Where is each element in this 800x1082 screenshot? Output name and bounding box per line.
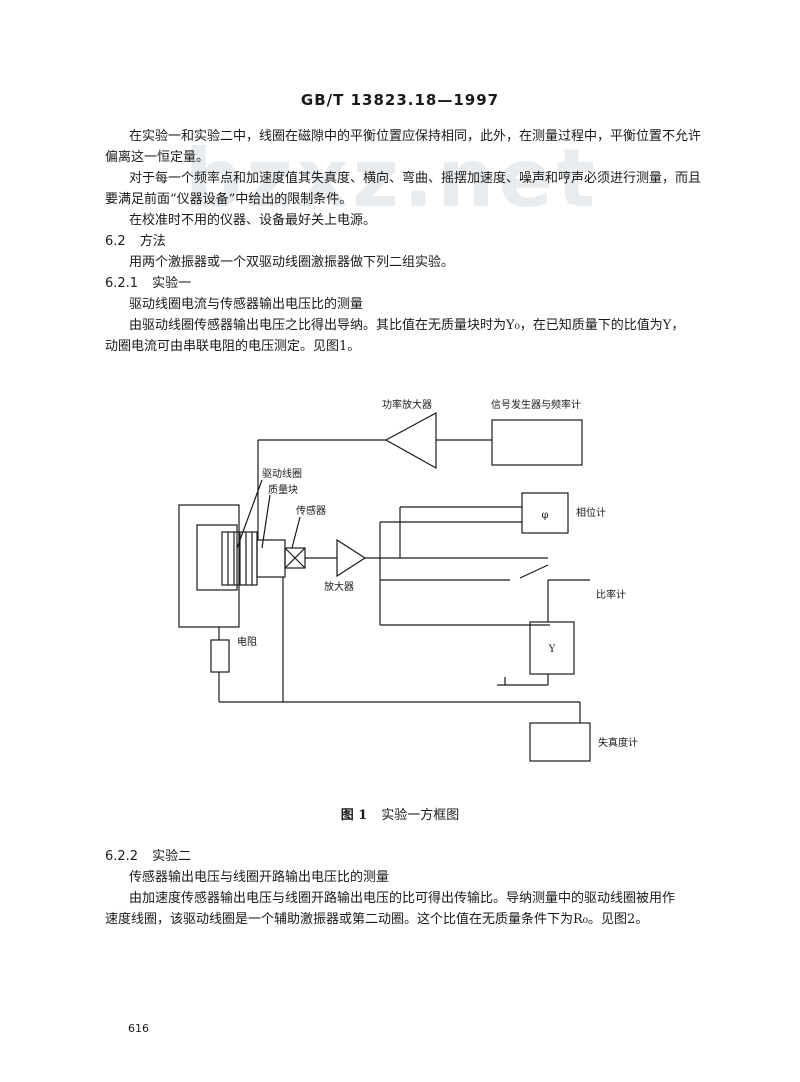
power-amplifier-symbol [384, 411, 437, 470]
section-number: 6.2.1 [105, 276, 139, 291]
paragraph-line: 在校准时不用的仪器、设备最好关上电源。 [129, 213, 377, 228]
paragraph-line: 由加速度传感器输出电压与线圈开路输出电压的比可得出传输比。导纳测量中的驱动线圈被… [129, 891, 676, 906]
signal-generator-box [491, 419, 583, 466]
amplifier-symbol [336, 538, 367, 578]
page-number: 616 [128, 1022, 149, 1035]
paragraph-line: 对于每一个频率点和加速度值其失真度、横向、弯曲、摇摆加速度、噪声和哼声必须进行测… [129, 171, 702, 186]
figure-number: 图 1 [340, 808, 368, 823]
label-drive-coil: 驱动线圈 [262, 467, 302, 480]
section-heading-6-2-1: 6.2.1 实验一 [105, 276, 191, 292]
section-number: 6.2 [105, 234, 126, 249]
section-heading-6-2: 6.2 方法 [105, 234, 166, 250]
phase-meter-box [521, 492, 569, 534]
paragraph-line: 驱动线圈电流与传感器输出电压比的测量 [129, 297, 364, 312]
paragraph-line: 偏离这一恒定量。 [105, 150, 210, 165]
label-distortion-meter: 失真度计 [598, 736, 638, 749]
figure-title: 实验一方框图 [381, 808, 460, 823]
resistor-symbol [210, 639, 230, 673]
paragraph-line: 传感器输出电压与线圈开路输出电压比的测量 [129, 870, 390, 885]
section-heading-6-2-2: 6.2.2 实验二 [105, 849, 191, 865]
label-mass: 质量块 [268, 484, 298, 496]
label-amplifier: 放大器 [324, 580, 354, 593]
section-title: 方法 [139, 234, 166, 249]
paragraph-line: 在实验一和实验二中，线圈在磁隙中的平衡位置应保持相同，此外，在测量过程中，平衡位… [129, 129, 702, 144]
label-signal-generator: 信号发生器与频率计 [491, 398, 581, 411]
section-title: 实验一 [152, 276, 192, 291]
paragraph-line: 由驱动线圈传感器输出电压之比得出导纳。其比值在无质量块时为Y₀，在已知质量下的比… [129, 318, 685, 333]
phase-meter-symbol: φ [541, 510, 548, 521]
watermark: bzxz.net [185, 132, 599, 225]
label-sensor: 传感器 [296, 504, 326, 517]
mass-block [256, 539, 286, 578]
paragraph-line: 用两个激振器或一个双驱动线圈激振器做下列二组实验。 [129, 255, 455, 270]
shaker-body [178, 504, 240, 628]
distortion-meter-box [529, 722, 591, 762]
section-title: 实验二 [152, 849, 192, 864]
figure-1-caption: 图 1 实验一方框图 [0, 804, 800, 823]
section-number: 6.2.2 [105, 849, 139, 864]
ratio-meter-box [529, 621, 575, 675]
page-header: GB/T 13823.18—1997 [300, 91, 500, 109]
label-power-amplifier: 功率放大器 [382, 398, 432, 411]
label-phase-meter: 相位计 [576, 506, 606, 519]
ratio-meter-symbol: Y [548, 644, 556, 655]
label-ratio-meter: 比率计 [596, 588, 626, 601]
paragraph-line: 速度线圈，该驱动线圈是一个辅助激振器或第二动圈。这个比值在无质量条件下为R₀。见… [105, 912, 649, 927]
paragraph-line: 要满足前面“仪器设备”中给出的限制条件。 [105, 192, 353, 207]
figure-1-diagram: 功率放大器 信号发生器与频率计 驱动线圈 质量块 传感器 φ 相位计 放大器 比… [178, 398, 638, 762]
paragraph-line: 动圈电流可由串联电阻的电压测定。见图1。 [105, 339, 361, 354]
label-resistor: 电阻 [237, 635, 257, 648]
